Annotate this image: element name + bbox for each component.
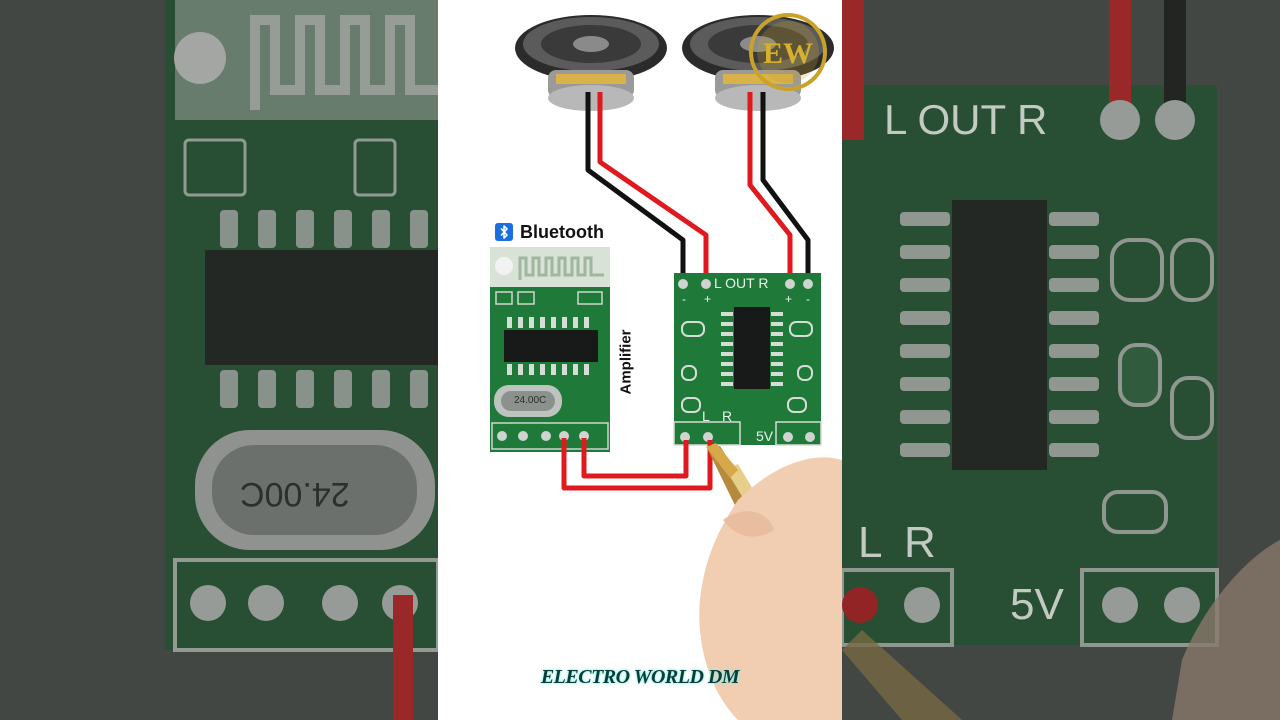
crystal-marking: 24.00C — [514, 395, 547, 406]
wiring-diagram: EW — [438, 0, 842, 720]
amp-power-label: 5V — [756, 428, 774, 444]
bluetooth-label-text: Bluetooth — [520, 221, 604, 242]
speaker-wires — [585, 92, 811, 285]
right-zoom-in-l: L — [858, 518, 883, 567]
amp-input-l-label: L — [702, 408, 710, 424]
bluetooth-icon — [495, 223, 513, 241]
channel-watermark: ELECTRO WORLD DM — [540, 666, 740, 688]
channel-logo — [749, 13, 827, 91]
amplifier-module — [673, 273, 822, 446]
speaker-left — [515, 15, 667, 111]
right-zoom-out-label: L OUT R — [884, 96, 1048, 143]
audio-input-wires — [561, 438, 713, 491]
amp-output-label: L OUT R — [714, 275, 769, 291]
amp-out-left-minus: - — [682, 292, 686, 306]
right-zoom-power: 5V — [1010, 580, 1064, 629]
bluetooth-module — [490, 247, 610, 452]
amplifier-module-zoom — [842, 0, 1280, 720]
channel-logo-text: EW — [763, 37, 813, 70]
amp-out-right-minus: - — [806, 292, 810, 306]
bluetooth-label: Bluetooth — [495, 221, 604, 243]
amp-out-right-plus: + — [785, 292, 793, 306]
speaker-right — [682, 15, 834, 111]
amp-out-left-plus: + — [704, 292, 712, 306]
left-zoom-crystal-marking: 24.00C — [240, 475, 350, 513]
amp-input-r-label: R — [722, 408, 733, 424]
right-zoom-background: L OUT R L R 5V — [842, 0, 1280, 720]
amplifier-label: Amplifier — [617, 329, 635, 395]
diagram-artwork: EW — [490, 13, 842, 720]
hand-with-pen — [699, 443, 842, 720]
left-zoom-background: 24.00C — [0, 0, 438, 720]
bluetooth-module-zoom — [0, 0, 438, 720]
right-zoom-in-r: R — [904, 518, 936, 567]
